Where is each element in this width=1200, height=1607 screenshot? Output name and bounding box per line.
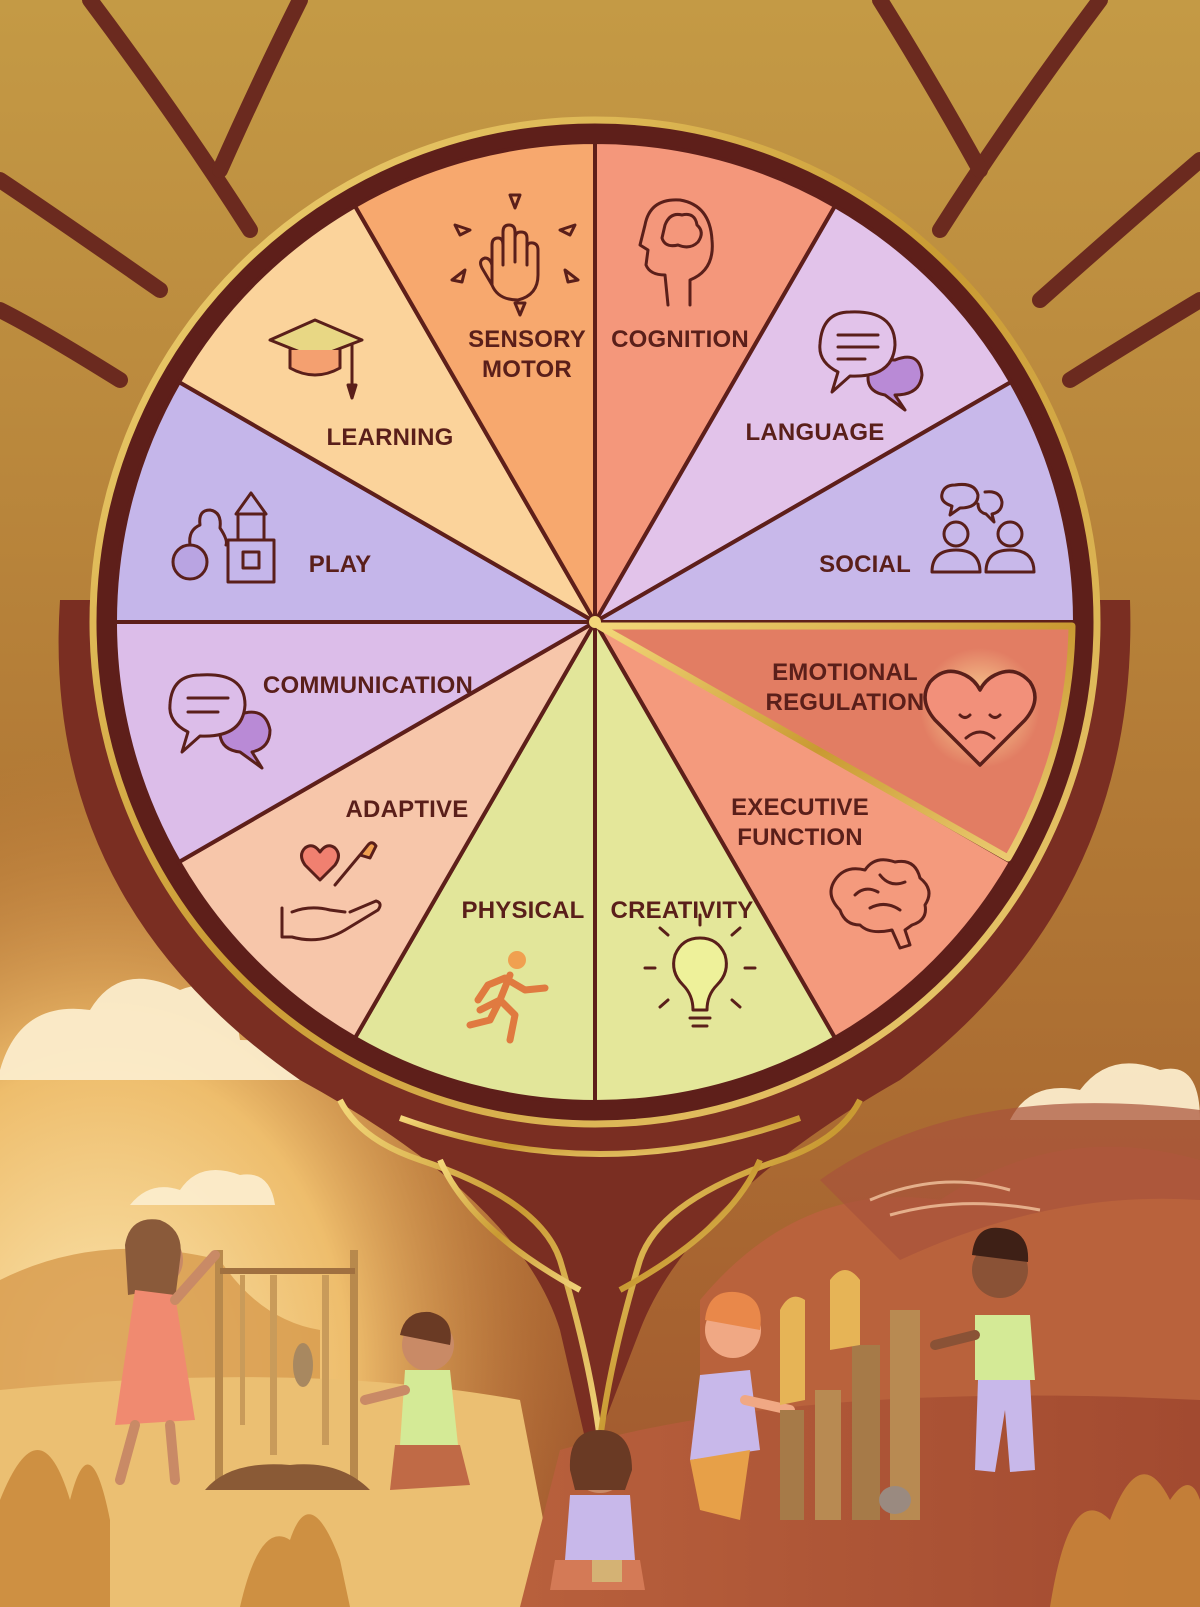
toy-blocks-icon [171,491,276,584]
segment-social[interactable] [587,379,1078,624]
brain-icon [829,858,931,950]
label-emotional-regulation-1: EMOTIONAL [772,659,918,686]
head-brain-icon [638,198,714,307]
people-chat-icon [930,483,1036,574]
label-social: SOCIAL [819,551,911,578]
segment-physical[interactable] [352,614,597,1105]
label-emotional-regulation-2: REGULATION [766,689,925,716]
hand-heart-brush-icon [280,841,382,942]
hand-sun-icon [450,193,580,317]
foreground-plants [0,1450,1200,1607]
speech-bubbles-icon [818,310,924,412]
highlight-border [595,622,1076,862]
label-language: LANGUAGE [746,419,885,446]
tree-branches [0,0,1200,388]
graduation-cap-icon [268,318,364,400]
label-physical: PHYSICAL [462,897,585,924]
wind-swirl [869,1180,1041,1217]
label-executive-function-1: EXECUTIVE [731,794,869,821]
label-creativity: CREATIVITY [611,897,754,924]
label-sensory-motor-2: MOTOR [482,356,572,383]
segment-cognition[interactable] [593,139,838,630]
log-instrument [780,1270,920,1520]
lightbulb-icon [643,913,757,1028]
sad-heart-icon [923,669,1037,767]
segment-learning[interactable] [176,203,601,628]
running-person-icon [466,951,549,1044]
speech-bubbles-icon [168,673,272,770]
child-girl-pink-dress [115,1219,220,1485]
label-learning: LEARNING [327,424,454,451]
child-boy-kneeling [360,1311,470,1490]
child-girl-sitting [550,1430,645,1590]
right-far-hill [820,1103,1200,1260]
child-boy-purple-shirt [690,1291,795,1520]
segment-language[interactable] [589,203,1014,628]
label-executive-function-2: FUNCTION [737,824,863,851]
segment-creativity[interactable] [593,614,838,1105]
label-cognition: COGNITION [611,326,749,353]
label-play: PLAY [309,551,372,578]
gold-roots [337,1098,863,1441]
label-sensory-motor-1: SENSORY [468,326,586,353]
segment-sensory-motor[interactable] [352,139,597,630]
label-communication: COMMUNICATION [263,672,473,699]
label-adaptive: ADAPTIVE [346,796,469,823]
wheel-hub [589,616,601,628]
chime-frame [205,1250,370,1490]
child-boy-standing [930,1227,1035,1472]
